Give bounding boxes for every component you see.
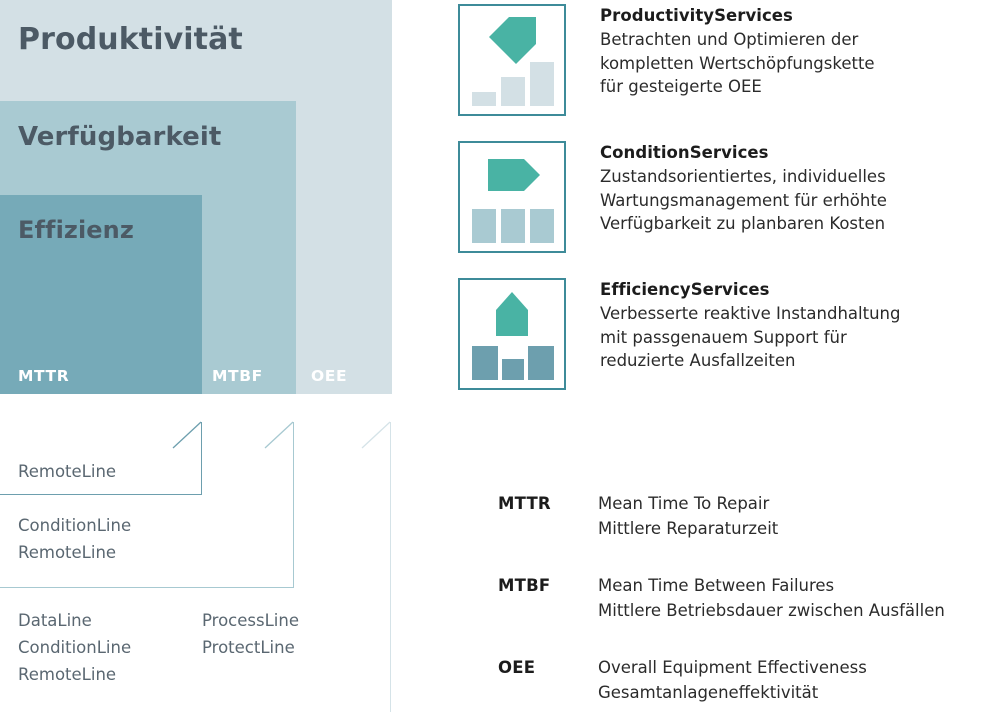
card-description: Betrachten und Optimieren der kompletten… (600, 28, 1000, 99)
glossary-abbr: MTTR (498, 494, 551, 513)
arrow-up-bars-tall-short-tall-icon (472, 292, 554, 380)
bracket-vline-3 (390, 422, 392, 712)
card-description: Verbesserte reaktive Instandhaltung mit … (600, 302, 1000, 373)
card-desc-line: Betrachten und Optimieren der (600, 30, 859, 49)
productivity-icon-box (458, 4, 566, 116)
service-card-productivity: ProductivityServices Betrachten und Opti… (458, 4, 1000, 124)
card-desc-line: für gesteigerte OEE (600, 77, 762, 96)
line-group-level-3-left: DataLine ConditionLine RemoteLine (18, 607, 131, 688)
glossary-definition-de: Gesamtanlageneffektivität (598, 682, 819, 702)
band-efficiency (0, 195, 202, 394)
productivity-card-text: ProductivityServices Betrachten und Opti… (600, 4, 1000, 99)
axis-label-mttr: MTTR (18, 367, 70, 385)
glossary-definition: Overall Equipment Effectiveness Gesamtan… (598, 656, 867, 705)
service-card-efficiency: EfficiencyServices Verbesserte reaktive … (458, 278, 1000, 398)
card-desc-line: kompletten Wertschöpfungskette (600, 53, 875, 73)
card-desc-line: reduzierte Ausfallzeiten (600, 351, 796, 370)
bracket-hline-2 (0, 587, 294, 589)
bracket-tick-1-icon (172, 420, 202, 450)
glossary-definition-en: Mean Time Between Failures (598, 576, 835, 595)
line-item: DataLine (18, 611, 92, 630)
glossary-abbr: OEE (498, 658, 536, 677)
glossary-definition: Mean Time To Repair Mittlere Reparaturze… (598, 492, 778, 541)
abbreviation-glossary: MTTR Mean Time To Repair Mittlere Repara… (498, 492, 1000, 721)
line-item: ConditionLine (18, 638, 132, 657)
condition-card-text: ConditionServices Zustandsorientiertes, … (600, 141, 1000, 236)
glossary-abbr: MTBF (498, 576, 551, 595)
line-item: RemoteLine (18, 543, 117, 562)
line-group-level-2: ConditionLine RemoteLine (18, 512, 131, 566)
line-item: RemoteLine (18, 665, 117, 684)
glossary-definition: Mean Time Between Failures Mittlere Betr… (598, 574, 945, 623)
service-card-condition: ConditionServices Zustandsorientiertes, … (458, 141, 1000, 261)
glossary-definition-en: Mean Time To Repair (598, 494, 770, 513)
card-desc-line: Verbesserte reaktive Instandhaltung (600, 304, 901, 323)
card-title: ProductivityServices (600, 6, 793, 25)
line-group-level-1: RemoteLine (18, 458, 116, 485)
arrow-right-bars-equal-icon (472, 159, 554, 243)
line-item: ProcessLine (202, 611, 299, 630)
bracket-vline-1 (201, 422, 203, 495)
line-item: ProtectLine (202, 638, 295, 657)
band-label-availability: Verfügbarkeit (18, 122, 222, 152)
glossary-definition-en: Overall Equipment Effectiveness (598, 658, 867, 677)
bracket-tick-2-icon (264, 420, 294, 450)
card-desc-line: Wartungsmanagement für erhöhte (600, 190, 887, 210)
card-title: EfficiencyServices (600, 280, 770, 299)
band-label-efficiency: Effizienz (18, 216, 134, 244)
axis-label-oee: OEE (311, 367, 348, 385)
bracket-hline-1 (0, 494, 202, 496)
efficiency-card-text: EfficiencyServices Verbesserte reaktive … (600, 278, 1000, 373)
glossary-definition-de: Mittlere Reparaturzeit (598, 518, 779, 538)
bracket-vline-2 (293, 422, 295, 588)
card-description: Zustandsorientiertes, individuelles Wart… (600, 165, 1000, 236)
service-cards: ProductivityServices Betrachten und Opti… (458, 0, 1000, 412)
line-item: RemoteLine (18, 462, 117, 481)
efficiency-icon-box (458, 278, 566, 390)
kpi-pyramid: Produktivität Verfügbarkeit Effizienz MT… (0, 0, 392, 394)
card-title: ConditionServices (600, 143, 769, 162)
line-item: ConditionLine (18, 516, 132, 535)
line-group-level-3-right: ProcessLine ProtectLine (202, 607, 299, 661)
condition-icon-box (458, 141, 566, 253)
card-desc-line: Zustandsorientiertes, individuelles (600, 167, 886, 186)
line-portfolio-brackets: RemoteLine ConditionLine RemoteLine Data… (0, 400, 420, 721)
card-desc-line: Verfügbarkeit zu planbaren Kosten (600, 214, 886, 233)
bracket-tick-3-icon (361, 420, 391, 450)
band-label-productivity: Produktivität (18, 22, 243, 57)
axis-label-mtbf: MTBF (212, 367, 263, 385)
glossary-definition-de: Mittlere Betriebsdauer zwischen Ausfälle… (598, 600, 945, 620)
tag-down-left-bars-ascending-icon (472, 17, 554, 106)
card-desc-line: mit passgenauem Support für (600, 327, 847, 347)
